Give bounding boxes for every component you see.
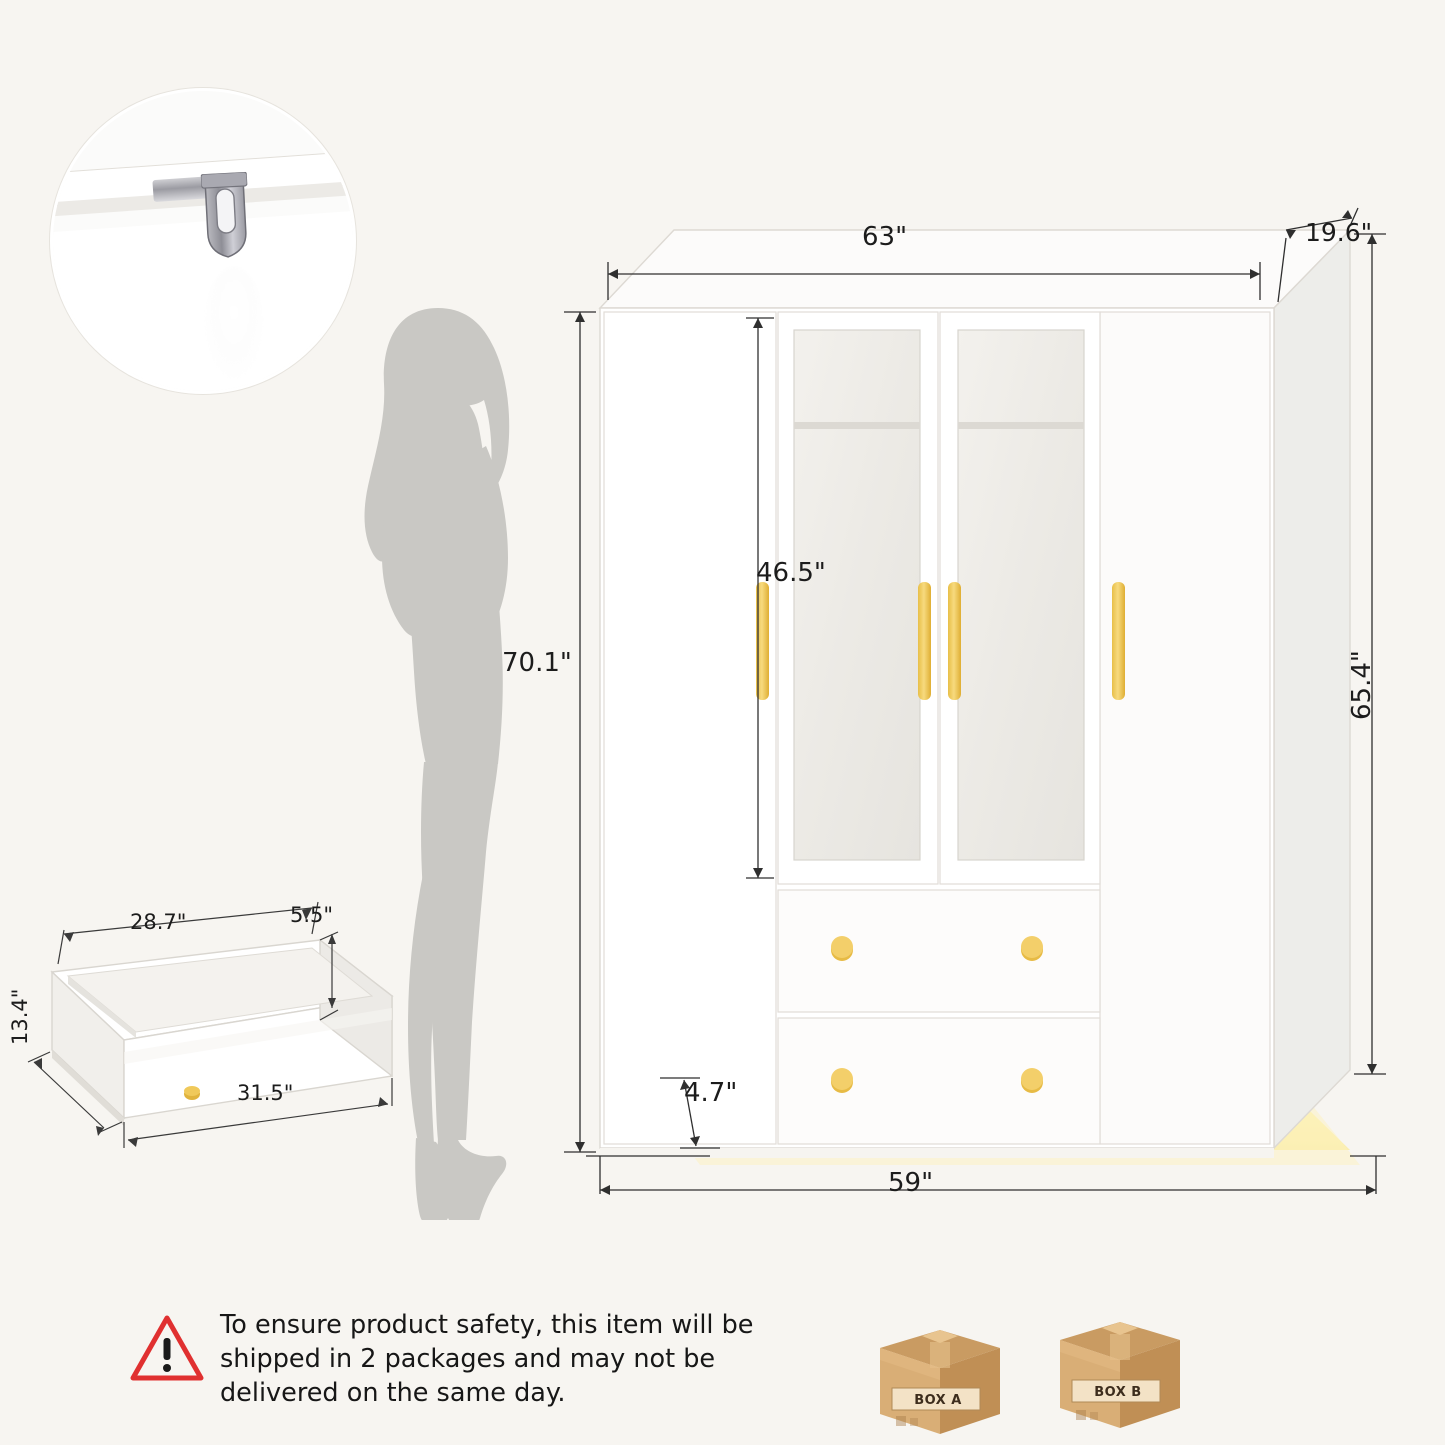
warning-triangle-icon — [130, 1315, 204, 1381]
dim-drawer-depth: 13.4" — [8, 988, 32, 1045]
drawer-lower — [777, 1017, 1101, 1145]
shipping-note-text: To ensure product safety, this item will… — [220, 1310, 754, 1408]
detail-closeup-circle — [50, 88, 356, 394]
dim-base-height: 4.7" — [684, 1078, 738, 1108]
box-a-label: BOX A — [914, 1393, 962, 1408]
handle-mirror-right — [948, 582, 961, 700]
dim-drawer-height: 5.5" — [290, 903, 334, 927]
wardrobe-top — [598, 229, 1352, 309]
dim-mirror-door-height: 46.5" — [756, 558, 826, 588]
box-b-label: BOX B — [1094, 1385, 1142, 1400]
dim-wardrobe-depth: 19.6" — [1305, 218, 1373, 247]
dim-drawer-inner-width: 28.7" — [130, 910, 187, 934]
detail-hole-glow — [205, 267, 263, 379]
wardrobe-diagram — [564, 207, 1386, 1195]
wardrobe-side — [1273, 228, 1351, 1150]
wardrobe-base — [600, 1148, 1274, 1158]
door-right — [1099, 311, 1271, 1145]
human-scale-silhouette — [364, 308, 510, 1220]
dim-wardrobe-total-height: 70.1" — [502, 648, 572, 678]
dim-wardrobe-top-width: 63" — [862, 222, 908, 252]
slide-bracket-icon — [200, 171, 248, 258]
dim-drawer-outer-width: 31.5" — [237, 1081, 294, 1105]
hanging-rod-left — [794, 422, 920, 429]
shipping-note-row: To ensure product safety, this item will… — [130, 1300, 1310, 1440]
package-boxes: BOX A BOX B — [870, 1310, 1200, 1440]
drawer-diagram — [27, 901, 394, 1148]
drawer-upper — [777, 889, 1101, 1013]
dim-wardrobe-body-height: 65.4" — [1347, 650, 1377, 720]
hanging-rod-right — [958, 422, 1084, 429]
mirror-glass-right — [957, 329, 1085, 861]
door-left — [603, 311, 777, 1145]
box-b — [1060, 1322, 1180, 1428]
handle-left-door — [756, 582, 769, 700]
handle-right-door — [1112, 582, 1125, 700]
handle-mirror-left — [918, 582, 931, 700]
dim-wardrobe-bottom-width: 59" — [888, 1168, 934, 1198]
boxes-illustration — [880, 1322, 1180, 1434]
box-a — [880, 1330, 1000, 1434]
mirror-glass-left — [793, 329, 921, 861]
